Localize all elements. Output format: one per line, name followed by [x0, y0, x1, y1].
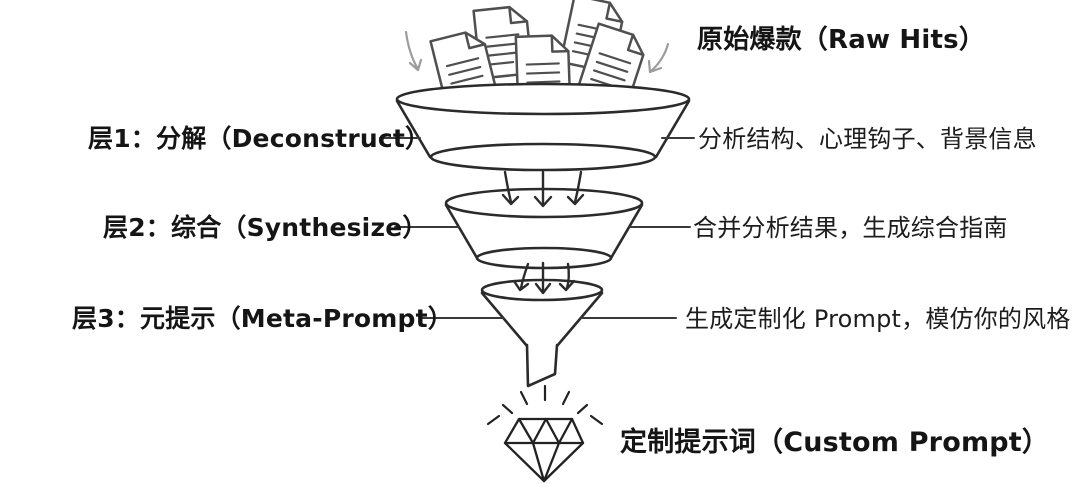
- tier2-right-label: 合并分析结果，生成综合指南: [693, 214, 1008, 242]
- tier1-right-label: 分析结构、心理钩子、背景信息: [698, 125, 1037, 153]
- tier3-left-label: 层3：元提示（Meta-Prompt）: [72, 304, 453, 333]
- funnel-spout: [525, 343, 559, 388]
- tier1-left-label: 层1：分解（Deconstruct）: [88, 124, 431, 153]
- label-connectors: [379, 137, 695, 319]
- funnel-tier1-shape: [395, 82, 691, 172]
- down-arrow-right-icon: [647, 42, 670, 74]
- down-arrow-left-icon: [404, 30, 423, 72]
- funnel-tier3-shape: [480, 278, 604, 388]
- sparkle-rays: [486, 384, 604, 426]
- diamond-icon: [486, 384, 604, 483]
- raw-hits-label: 原始爆款（Raw Hits）: [697, 25, 986, 55]
- flow-arrows-2: [512, 261, 576, 295]
- flow-arrows-1: [501, 170, 585, 208]
- custom-prompt-label: 定制提示词（Custom Prompt）: [620, 427, 1050, 458]
- guide-arrows: [404, 30, 670, 74]
- tier3-right-label: 生成定制化 Prompt，模仿你的风格: [685, 305, 1071, 333]
- tier2-left-label: 层2：综合（Synthesize）: [103, 213, 428, 242]
